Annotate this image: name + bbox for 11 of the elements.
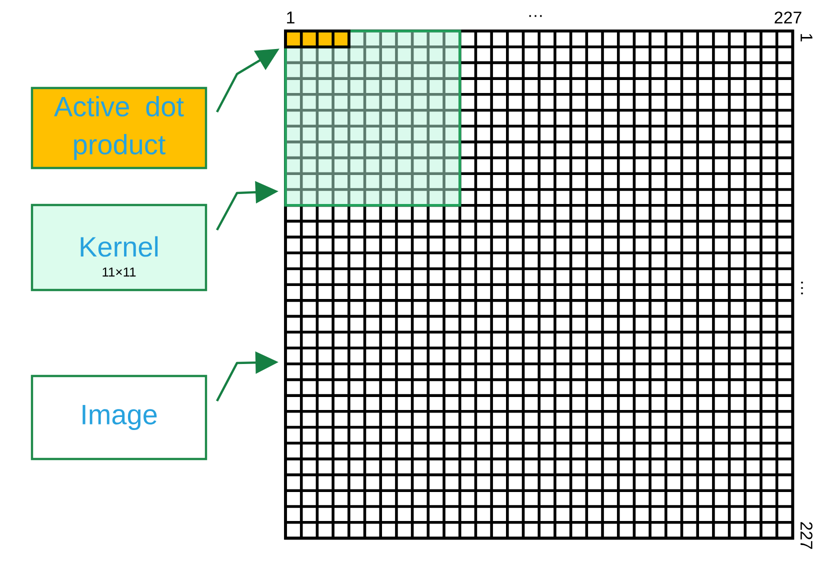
label-box: Active dot product	[30, 86, 208, 170]
pixel-grid	[284, 30, 794, 540]
axis-number: 1	[800, 34, 812, 42]
highlighted-square	[284, 30, 462, 207]
label-box: Image	[30, 374, 208, 460]
label-box: Kernel 11×11	[30, 204, 208, 292]
ellipsis: …	[801, 282, 803, 294]
ellipsis: …	[529, 15, 542, 17]
axis-number: 227	[800, 522, 812, 549]
highlighted-cells	[284, 30, 350, 48]
axis-number: 227	[774, 12, 802, 24]
